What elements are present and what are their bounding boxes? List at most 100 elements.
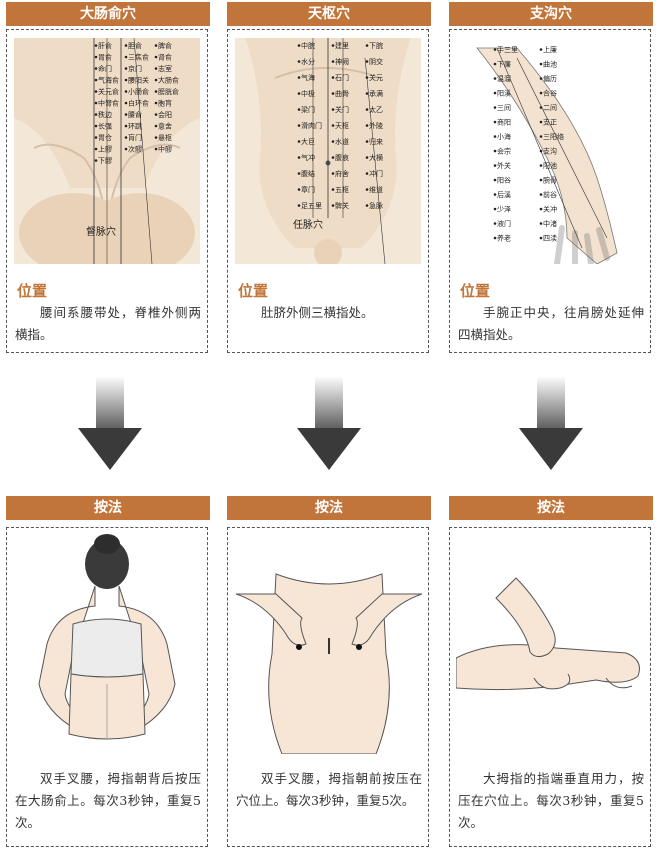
acupoint-label: 足五里 (301, 202, 322, 210)
acupoint-label: 关元俞 (98, 87, 119, 96)
acupoint-label: 支沟 (543, 147, 557, 156)
acupoint-label: 悬枢 (158, 133, 172, 142)
acupoint-dot (297, 124, 301, 127)
acupoint-dot (154, 136, 158, 139)
acupoint-label: 章门 (301, 185, 315, 194)
acupoint-label: 小肠俞 (128, 87, 149, 96)
acupoint-label: 水道 (335, 137, 349, 146)
acupoint-dot (297, 188, 301, 191)
acupoint-dot (365, 108, 369, 111)
method-text: 双手叉腰，拇指朝前按压在穴位上。每次3秒钟，重复5次。 (236, 771, 422, 808)
acupoint-label: 手三里 (497, 45, 518, 54)
acupoint-dot (94, 44, 98, 47)
column-tianshu: 天枢穴 中脘建里下脘水分神阙阴交气海石门关元中极曲骨承满梁门关门太乙滑肉门天枢外… (227, 0, 431, 850)
acupoint-dot (539, 106, 543, 109)
acupoint-title: 天枢穴 (227, 2, 431, 26)
acupoint-label: 梁门 (301, 105, 315, 114)
acupoint-dot (539, 149, 543, 153)
down-arrow-icon (297, 376, 361, 470)
acupoint-dot (365, 60, 369, 63)
method-text: 双手叉腰，拇指朝背后按压在大肠俞上。每次3秒钟，重复5次。 (15, 771, 201, 830)
acupoint-dot (154, 55, 158, 59)
hands-on-waist-illustration (236, 573, 422, 754)
acupoint-dot (539, 164, 543, 167)
acupoint-dot (94, 101, 98, 105)
acupoint-dot (539, 120, 543, 124)
acupoint-dot (331, 140, 335, 143)
acupoint-label: 三间 (497, 104, 511, 112)
acupoint-label: 中极 (301, 89, 315, 98)
acupoint-title: 支沟穴 (449, 2, 653, 26)
acupoint-dot (94, 113, 98, 116)
down-arrow-icon (519, 376, 583, 470)
acupoint-dot (94, 159, 98, 162)
position-heading: 位置 (17, 282, 48, 300)
acupoint-dot (154, 90, 158, 93)
acupoint-dot (493, 62, 497, 66)
acupoint-label: 商阳 (497, 118, 511, 127)
acupoint-dot (124, 136, 128, 139)
acupoint-label: 府舍 (335, 169, 349, 178)
acupoint-dot (154, 101, 158, 105)
acupoint-label: 下脘 (369, 41, 383, 50)
meridian-label: 任脉穴 (293, 218, 323, 231)
position-text: 腰间系腰带处，脊椎外侧两横指。 (15, 305, 201, 342)
acupoint-dot (365, 140, 369, 143)
acupoint-label: 小海 (497, 132, 511, 141)
acupoint-dot (124, 101, 128, 105)
position-heading: 位置 (238, 282, 269, 300)
acupoint-dot (124, 67, 128, 70)
acupoint-label: 次髎 (128, 145, 142, 154)
acupoint-label: 京门 (128, 64, 142, 73)
acupoint-dot (154, 78, 158, 82)
acupoint-label: 建里 (335, 41, 349, 50)
acupoint-label: 气冲 (301, 153, 315, 162)
method-heading: 按法 (227, 496, 431, 520)
acupoint-dot (331, 44, 335, 47)
acupoint-dot (331, 156, 335, 159)
acupoint-label: 会宗 (497, 147, 511, 156)
acupoint-label: 腹结 (301, 169, 315, 178)
acupoint-label: 阳溪 (497, 89, 511, 98)
acupoint-label: 神阙 (335, 57, 349, 66)
acupoint-dot (365, 76, 369, 79)
acupoint-label: 意舍 (158, 122, 172, 131)
acupoint-dot (331, 172, 335, 175)
position-box: 中脘建里下脘水分神阙阴交气海石门关元中极曲骨承满梁门关门太乙滑肉门天枢外陵大巨水… (227, 29, 429, 353)
acupoint-dot (493, 120, 497, 124)
acupoint-label: 归来 (369, 137, 383, 146)
position-heading: 位置 (460, 282, 491, 300)
acupoint-label: 腰阳关 (128, 76, 149, 85)
acupoint-label: 阴交 (369, 57, 383, 66)
acupoint-label: 曲骨 (335, 89, 349, 98)
acupoint-label: 承满 (369, 89, 383, 98)
acupoint-label: 阳池 (543, 161, 557, 170)
acupoint-label: 后溪 (497, 190, 511, 199)
acupoint-dot (493, 106, 497, 109)
acupoint-dot (124, 124, 128, 128)
acupoint-label: 中脘 (301, 41, 315, 50)
acupoint-label: 白环俞 (128, 99, 149, 108)
acupoint-label: 气海 (301, 73, 315, 82)
acupoint-dot (94, 67, 98, 70)
acupoint-dot (365, 156, 369, 159)
acupoint-label: 肾俞 (158, 53, 172, 62)
column-large-intestine-shu: 大肠俞穴 肝俞胆俞脾俞胃俞三焦俞肾俞命门京门志室气海俞腰阳关大肠俞关元俞小肠俞膀… (6, 0, 210, 850)
acupoint-label: 维道 (369, 185, 383, 194)
acupoint-dot (331, 76, 335, 79)
method-heading: 按法 (6, 496, 210, 520)
acupoint-label: 滑肉门 (301, 121, 322, 130)
acupoint-label: 脾俞 (158, 41, 172, 50)
acupoint-label: 环跳 (128, 122, 142, 131)
acupoint-label: 大横 (369, 153, 383, 162)
acupoint-dot (493, 48, 497, 51)
acupoint-label: 液门 (497, 219, 511, 228)
acupoint-label: 外关 (497, 161, 511, 170)
acupoint-label: 志室 (158, 64, 172, 73)
acupoint-dot (539, 48, 543, 51)
acupoint-dot (124, 113, 128, 116)
acupoint-dot (365, 188, 369, 191)
acupoint-dot (94, 124, 98, 128)
acupoint-dot (365, 124, 369, 127)
acupoint-label: 上廉 (543, 45, 557, 54)
